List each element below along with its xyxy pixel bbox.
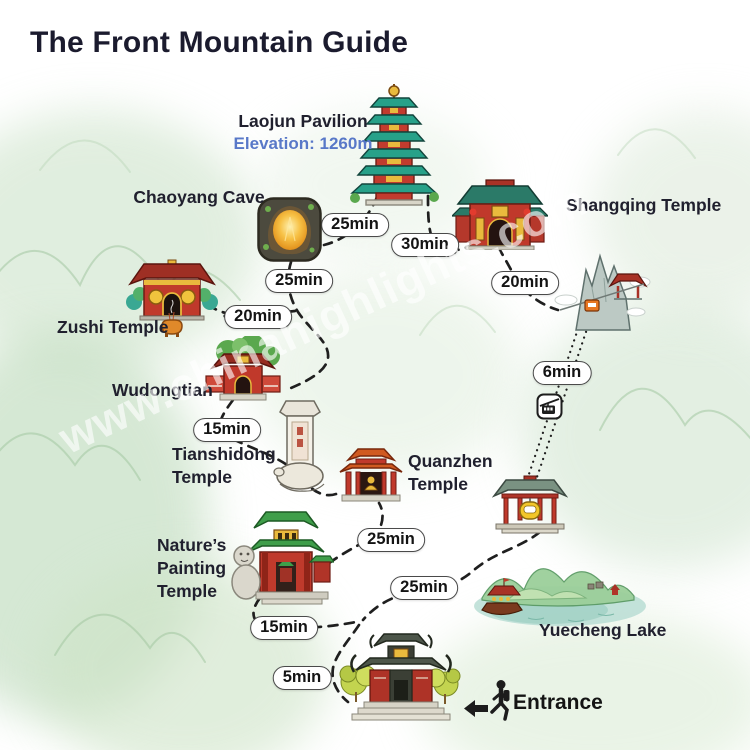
time-badge: 20min: [224, 305, 292, 329]
entrance-gate-icon: [334, 622, 466, 724]
label-natures-painting-temple: Nature’s Painting Temple: [157, 535, 227, 601]
background-wash: [0, 110, 260, 370]
laojun-pavilion-icon: [348, 82, 440, 206]
walking-person-icon: [488, 679, 512, 721]
left-arrow-icon: [464, 700, 488, 717]
page-title: The Front Mountain Guide: [30, 26, 409, 59]
yuecheng-lake-icon: [468, 540, 648, 632]
label-tianshidong-temple: Tianshidong Temple: [172, 444, 276, 487]
time-badge: 5min: [272, 666, 332, 690]
time-badge: 25min: [357, 528, 425, 552]
label-wudongtian: Wudongtian: [112, 380, 213, 400]
natures-painting-temple-icon: [222, 500, 336, 612]
zushi-temple-icon: [126, 250, 218, 340]
time-badge: 30min: [391, 233, 459, 257]
quanzhen-temple-icon: [334, 444, 408, 504]
path-junction-entrance: [331, 623, 361, 704]
label-chaoyang-cave: Chaoyang Cave: [133, 187, 265, 207]
time-badge: 6min: [532, 361, 592, 385]
label-laojun-pavilion: Laojun Pavilion Elevation: 1260m: [218, 110, 388, 155]
time-badge: 15min: [250, 616, 318, 640]
label-yuecheng-lake: Yuecheng Lake: [539, 620, 667, 640]
wudongtian-icon: [200, 334, 286, 402]
tianshidong-stele-icon: [272, 396, 328, 494]
cable-car-icon: [536, 393, 563, 420]
label-entrance: Entrance: [513, 691, 603, 714]
time-badge: 15min: [193, 418, 261, 442]
cable-car-station-icon: [491, 472, 569, 534]
chaoyang-cave-icon: [257, 197, 322, 262]
laojun-elevation: Elevation: 1260m: [233, 133, 373, 153]
time-badge: 25min: [265, 269, 333, 293]
background-wash: [420, 610, 750, 750]
time-badge: 25min: [321, 213, 389, 237]
time-badge: 20min: [491, 271, 559, 295]
laojun-name: Laojun Pavilion: [238, 111, 368, 131]
label-shangqing-temple: Shangqing Temple: [566, 195, 722, 215]
shangqing-temple-icon: [450, 176, 550, 251]
label-quanzhen-temple: Quanzhen Temple: [408, 451, 493, 494]
path-tianshidong-quanzhen: [308, 485, 338, 497]
label-zushi-temple: Zushi Temple: [57, 317, 169, 337]
cable-car-summit-icon: [552, 248, 652, 333]
time-badge: 25min: [390, 576, 458, 600]
